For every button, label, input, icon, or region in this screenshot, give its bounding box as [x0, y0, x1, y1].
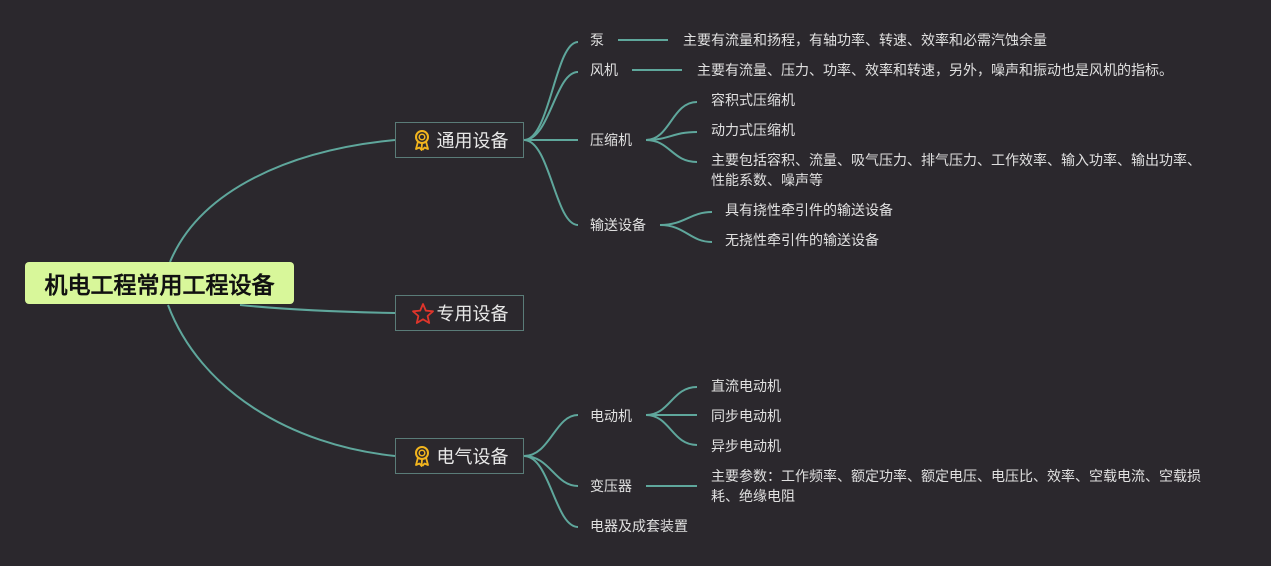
node-compressor-item[interactable]: 容积式压缩机 — [711, 93, 795, 109]
node-motor-item[interactable]: 直流电动机 — [711, 379, 781, 395]
node-transformer-detail[interactable]: 主要参数：工作频率、额定功率、额定电压、电压比、效率、空载电流、空载损耗、绝缘电… — [711, 469, 1201, 505]
star-outline-icon — [411, 302, 434, 324]
node-fan[interactable]: 风机 — [590, 63, 618, 79]
node-general-equipment-label: 通用设备 — [436, 131, 509, 152]
connector-general-pump — [523, 41, 579, 141]
connector-electrical-apparatus — [523, 455, 579, 528]
connector-general-fan — [523, 71, 579, 141]
root-node[interactable]: 机电工程常用工程设备 — [25, 262, 294, 304]
connector-conveyor-2 — [659, 224, 713, 243]
root-node-label: 机电工程常用工程设备 — [44, 273, 275, 299]
node-electrical-equipment[interactable]: 电气设备 — [395, 438, 524, 474]
node-compressor-item[interactable]: 主要包括容积、流量、吸气压力、排气压力、工作效率、输入功率、输出功率、性能系数、… — [711, 153, 1201, 189]
connector-root-general — [169, 139, 396, 263]
connector-general-conveyor — [523, 139, 579, 226]
connector-compressor-2 — [645, 131, 698, 141]
node-special-equipment-label: 专用设备 — [436, 304, 509, 325]
node-conveyor-item[interactable]: 具有挠性牵引件的输送设备 — [725, 203, 893, 219]
node-transformer[interactable]: 变压器 — [590, 479, 632, 495]
connector-electrical-transformer — [523, 455, 579, 487]
node-special-equipment[interactable]: 专用设备 — [395, 295, 524, 331]
connector-root-electrical — [167, 304, 396, 457]
node-conveyor[interactable]: 输送设备 — [590, 218, 646, 234]
node-pump[interactable]: 泵 — [590, 33, 604, 49]
connector-conveyor-1 — [659, 211, 713, 226]
connector-compressor-1 — [645, 101, 698, 141]
node-fan-detail[interactable]: 主要有流量、压力、功率、效率和转速，另外，噪声和振动也是风机的指标。 — [697, 63, 1173, 79]
connector-motor-1 — [645, 386, 698, 416]
node-electrical-equipment-label: 电气设备 — [436, 447, 509, 468]
node-compressor[interactable]: 压缩机 — [590, 133, 632, 149]
award-ribbon-icon — [411, 445, 433, 467]
node-motor[interactable]: 电动机 — [590, 409, 632, 425]
connector-root-special — [239, 304, 396, 314]
node-motor-item[interactable]: 异步电动机 — [711, 439, 781, 455]
node-compressor-item[interactable]: 动力式压缩机 — [711, 123, 795, 139]
connector-compressor-3 — [645, 139, 698, 163]
node-general-equipment[interactable]: 通用设备 — [395, 122, 524, 158]
node-apparatus[interactable]: 电器及成套装置 — [590, 519, 688, 535]
connector-motor-3 — [645, 414, 698, 446]
node-conveyor-item[interactable]: 无挠性牵引件的输送设备 — [725, 233, 879, 249]
award-ribbon-icon — [411, 129, 433, 151]
node-motor-item[interactable]: 同步电动机 — [711, 409, 781, 425]
connector-electrical-motor — [523, 414, 579, 457]
node-pump-detail[interactable]: 主要有流量和扬程，有轴功率、转速、效率和必需汽蚀余量 — [683, 33, 1047, 49]
